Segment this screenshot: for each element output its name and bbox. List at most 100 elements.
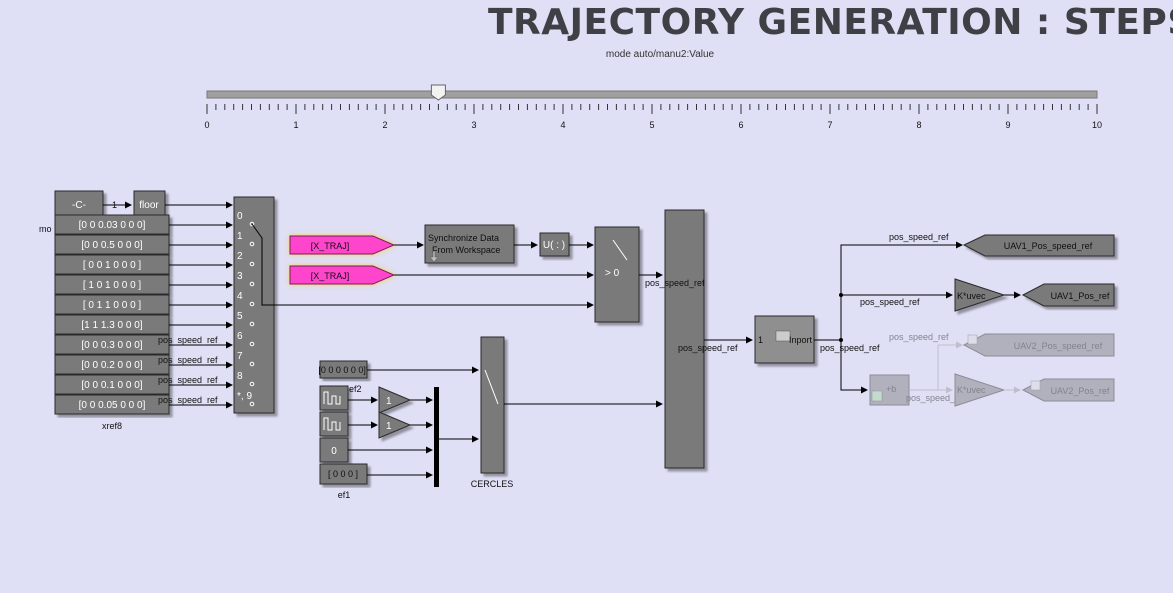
gain-block-1[interactable]: 1 — [378, 386, 412, 414]
pulse-icon — [323, 417, 341, 431]
xref-constant-3[interactable]: [ 1 0 1 0 0 0 ] — [54, 274, 170, 295]
signal-source-1[interactable] — [319, 385, 349, 411]
bus-output-label: pos_speed_ref — [678, 343, 738, 353]
multiport-port-label: 3 — [237, 271, 243, 282]
multiport-port-label: 7 — [237, 351, 243, 362]
goto-uav1-pos-speed-ref[interactable]: UAV1_Pos_speed_ref — [962, 234, 1115, 257]
svg-text:+b: +b — [886, 384, 896, 394]
signal-label-dim2: pos_speed_ref — [906, 393, 966, 403]
xref-constant-8[interactable]: [0 0 0.1 0 0 0] — [54, 374, 170, 395]
bus-input-label: pos_speed_ref — [645, 278, 705, 288]
cercles-label: CERCLES — [471, 479, 514, 489]
svg-text:Synchronize Data: Synchronize Data — [428, 233, 499, 243]
k-uvec-gain-2[interactable]: K*uvec — [954, 373, 1006, 407]
plus-b-block[interactable]: +b — [869, 374, 910, 406]
synchronize-data-block[interactable]: Synchronize Data From Workspace — [424, 224, 515, 264]
slider-tick-label: 7 — [827, 120, 832, 130]
comment-icon — [1030, 380, 1041, 391]
bus-selector-block[interactable] — [664, 209, 705, 469]
pos-speed-ref-label: pos_speed_ref — [158, 355, 218, 365]
xref-constant-1[interactable]: [0 0 0.5 0 0 0] — [54, 234, 170, 255]
inport-block[interactable]: 1 Inport — [754, 315, 815, 364]
mode-selector-constant[interactable]: -C- — [54, 190, 104, 219]
from-tag-x-traj-1[interactable]: [X_TRAJ] — [289, 235, 396, 255]
svg-text:[ 0 0 0 ]: [ 0 0 0 ] — [328, 469, 358, 479]
pos-speed-ref-label: pos_speed_ref — [158, 335, 218, 345]
svg-text:[ 0 1 1 0 0 0 ]: [ 0 1 1 0 0 0 ] — [83, 300, 142, 311]
zero-constant[interactable]: 0 — [319, 437, 349, 463]
slider-thumb[interactable] — [430, 84, 446, 101]
signal-label-upper: pos_speed_ref — [889, 232, 949, 242]
ef1-constant[interactable]: [ 0 0 0 ] — [319, 463, 368, 485]
gain-block-2[interactable]: 1 — [378, 411, 412, 439]
slider-tick-label: 4 — [560, 120, 565, 130]
svg-text:[0 0 0 0 0 0]': [0 0 0 0 0 0]' — [318, 365, 368, 375]
multiport-port-label: 0 — [237, 211, 243, 222]
xref-constant-stack: [0 0 0.03 0 0 0][0 0 0.5 0 0 0][ 0 0 1 0… — [54, 214, 233, 415]
svg-text:[0 0 0.05 0 0 0]: [0 0 0.05 0 0 0] — [79, 400, 146, 411]
slider-tick-label: 2 — [382, 120, 387, 130]
download-arrow-icon — [429, 250, 439, 263]
goto-uav2-pos-speed-ref[interactable]: UAV2_Pos_speed_ref — [962, 333, 1115, 357]
svg-text:UAV1_Pos_speed_ref: UAV1_Pos_speed_ref — [1004, 241, 1093, 251]
svg-text:[X_TRAJ]: [X_TRAJ] — [311, 241, 350, 251]
xref-constant-9[interactable]: [0 0 0.05 0 0 0] — [54, 394, 170, 415]
uav2-commented-section: pos_speed_ref +b pos_speed_ref UAV2_Pos_… — [869, 332, 1115, 407]
svg-text:[0 0 0.3 0 0 0]: [0 0 0.3 0 0 0] — [81, 340, 142, 351]
k-uvec-gain[interactable]: K*uvec — [954, 278, 1006, 312]
multiport-port-label: 5 — [237, 311, 243, 322]
slider-track[interactable] — [206, 90, 1098, 99]
switch-threshold-label: > 0 — [605, 268, 620, 279]
from-tag-x-traj-2[interactable]: [X_TRAJ] — [289, 265, 396, 285]
multiport-port-label: *, 9 — [237, 391, 252, 402]
page-title: TRAJECTORY GENERATION : STEPS — [488, 2, 1173, 43]
xref-constant-7[interactable]: [0 0 0.2 0 0 0] — [54, 354, 170, 375]
svg-text:UAV2_Pos_ref: UAV2_Pos_ref — [1051, 386, 1110, 396]
multiport-port-label: 8 — [237, 371, 243, 382]
svg-text:UAV2_Pos_speed_ref: UAV2_Pos_speed_ref — [1014, 341, 1103, 351]
switch-block[interactable] — [594, 226, 640, 323]
multiport-output-wire — [251, 223, 594, 309]
goto-uav1-pos-ref[interactable]: UAV1_Pos_ref — [1021, 283, 1115, 307]
svg-text:Inport: Inport — [789, 335, 813, 345]
signal-source-2[interactable] — [319, 411, 349, 437]
slider-tick-label: 8 — [916, 120, 921, 130]
svg-text:-C-: -C- — [72, 200, 86, 211]
multiport-port-dot — [249, 301, 255, 307]
multiport-port-label: 2 — [237, 251, 243, 262]
ref2-constant[interactable]: [0 0 0 0 0 0]' — [318, 360, 368, 379]
xref-constant-6[interactable]: [0 0 0.3 0 0 0] — [54, 334, 170, 355]
slider-tick-label: 10 — [1092, 120, 1102, 130]
slider-tick-label: 3 — [471, 120, 476, 130]
multiport-port-dot — [249, 261, 255, 267]
svg-text:UAV1_Pos_ref: UAV1_Pos_ref — [1051, 291, 1110, 301]
svg-text:From Workspace: From Workspace — [432, 245, 500, 255]
floor-block[interactable]: floor — [133, 190, 166, 219]
slider-tick-label: 0 — [204, 120, 209, 130]
multiport-port-dot — [249, 221, 255, 227]
slider-tick-label: 9 — [1005, 120, 1010, 130]
slider-tick-label: 1 — [293, 120, 298, 130]
ef1-name: ef1 — [338, 490, 351, 500]
svg-text:1: 1 — [386, 421, 392, 432]
xref-constant-2[interactable]: [ 0 0 1 0 0 0 ] — [54, 254, 170, 275]
mode-partial-label: mo — [39, 224, 52, 234]
signal-label-middle: pos_speed_ref — [860, 297, 920, 307]
comment-icon — [967, 334, 978, 345]
cercles-switch[interactable] — [480, 336, 505, 474]
multiport-port-label: 4 — [237, 291, 243, 302]
xref-constant-5[interactable]: [1 1 1.3 0 0 0] — [54, 314, 170, 335]
reshape-block[interactable]: U( : ) — [539, 232, 570, 257]
multiport-port-dot — [249, 381, 255, 387]
slider-label: mode auto/manu2:Value — [605, 49, 715, 60]
multiport-port-dot — [249, 341, 255, 347]
xref-constant-0[interactable]: [0 0 0.03 0 0 0] — [54, 214, 170, 235]
mux-bar[interactable] — [434, 387, 439, 487]
xref-name: xref8 — [102, 421, 122, 431]
xref-constant-4[interactable]: [ 0 1 1 0 0 0 ] — [54, 294, 170, 315]
goto-uav2-pos-ref[interactable]: UAV2_Pos_ref — [1021, 378, 1115, 402]
